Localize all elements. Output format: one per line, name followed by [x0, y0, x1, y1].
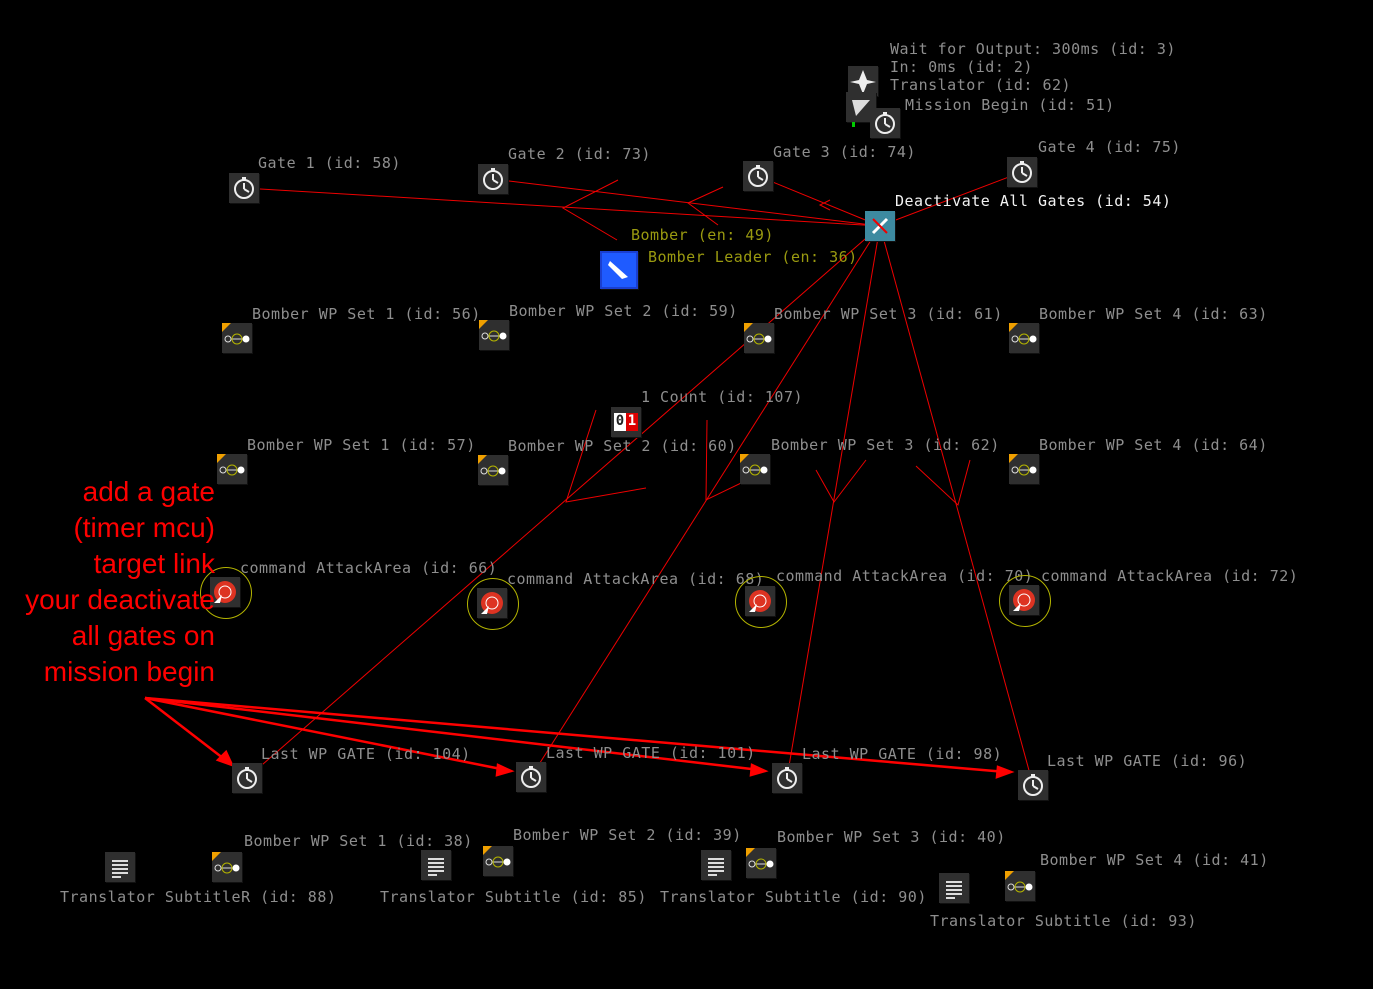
wp-set-label: Bomber WP Set 2 (id: 39) — [513, 826, 742, 844]
wp-set-label: Bomber WP Set 1 (id: 56) — [252, 305, 481, 323]
bomber-label: Bomber (en: 49) — [631, 226, 774, 244]
wp-set-label: Bomber WP Set 4 (id: 64) — [1039, 436, 1268, 454]
wp-set-label: Bomber WP Set 3 (id: 61) — [774, 305, 1003, 323]
deactivate-label: Deactivate All Gates (id: 54) — [895, 192, 1172, 210]
attack-radius-ring — [200, 567, 252, 619]
gate-3-timer-icon[interactable] — [743, 161, 773, 191]
attack-area-icon[interactable] — [210, 577, 240, 607]
mission-begin-label: Mission Begin (id: 51) — [905, 96, 1115, 114]
gate-4-timer-icon[interactable] — [1007, 157, 1037, 187]
in-label: In: 0ms (id: 2) — [890, 58, 1033, 76]
command-label: command AttackArea (id: 68) — [507, 570, 765, 588]
command-label: command AttackArea (id: 70) — [776, 567, 1034, 585]
last-gate-timer-icon[interactable] — [772, 763, 802, 793]
bomber-plane-icon[interactable] — [600, 251, 638, 289]
annotation-note: add a gate (timer mcu) target link your … — [25, 474, 215, 690]
gate-4-label: Gate 4 (id: 75) — [1038, 138, 1181, 156]
wp-set-label: Bomber WP Set 1 (id: 38) — [244, 832, 473, 850]
last-gate-label: Last WP GATE (id: 104) — [261, 745, 471, 763]
attack-area-icon[interactable] — [745, 586, 775, 616]
gate-2-label: Gate 2 (id: 73) — [508, 145, 651, 163]
attack-area-icon[interactable] — [477, 588, 507, 618]
last-gate-label: Last WP GATE (id: 98) — [802, 745, 1003, 763]
wp-set-label: Bomber WP Set 2 (id: 59) — [509, 302, 738, 320]
subtitle-doc-icon[interactable] — [421, 850, 451, 880]
translator-subtitle-label: Translator Subtitle (id: 93) — [930, 912, 1197, 930]
waypoint-icon[interactable] — [746, 848, 776, 878]
subtitle-doc-icon[interactable] — [105, 852, 135, 882]
annotation-line: add a gate — [82, 476, 215, 507]
waypoint-icon[interactable] — [744, 323, 774, 353]
wp-set-label: Bomber WP Set 4 (id: 63) — [1039, 305, 1268, 323]
annotation-line: mission begin — [43, 656, 215, 687]
command-label: command AttackArea (id: 66) — [240, 559, 498, 577]
annotation-line: (timer mcu) — [73, 512, 215, 543]
subtitle-doc-icon[interactable] — [939, 873, 969, 903]
wp-set-label: Bomber WP Set 4 (id: 41) — [1040, 851, 1269, 869]
attack-radius-ring — [999, 575, 1051, 627]
annotation-line: your deactivate — [25, 584, 215, 615]
wp-set-label: Bomber WP Set 2 (id: 60) — [508, 437, 737, 455]
waypoint-icon[interactable] — [479, 320, 509, 350]
gate-1-label: Gate 1 (id: 58) — [258, 154, 401, 172]
last-gate-label: Last WP GATE (id: 101) — [546, 744, 756, 762]
waypoint-icon[interactable] — [222, 323, 252, 353]
wait-output-label: Wait for Output: 300ms (id: 3) — [890, 40, 1176, 58]
waypoint-icon[interactable] — [1005, 871, 1035, 901]
last-gate-timer-icon[interactable] — [516, 762, 546, 792]
annotation-line: all gates on — [71, 620, 215, 651]
wp-set-label: Bomber WP Set 3 (id: 62) — [771, 436, 1000, 454]
wp-set-label: Bomber WP Set 1 (id: 57) — [247, 436, 476, 454]
bomber-leader-label: Bomber Leader (en: 36) — [648, 248, 858, 266]
wp-set-label: Bomber WP Set 3 (id: 40) — [777, 828, 1006, 846]
subtitle-doc-icon[interactable] — [701, 850, 731, 880]
mission-begin-timer-icon[interactable] — [870, 108, 900, 138]
translator-subtitle-label: Translator SubtitleR (id: 88) — [60, 888, 337, 906]
translator-subtitle-label: Translator Subtitle (id: 90) — [660, 888, 927, 906]
waypoint-icon[interactable] — [1009, 454, 1039, 484]
attack-radius-ring — [735, 576, 787, 628]
gate-1-timer-icon[interactable] — [229, 173, 259, 203]
gate-2-timer-icon[interactable] — [478, 164, 508, 194]
translator-subtitle-label: Translator Subtitle (id: 85) — [380, 888, 647, 906]
annotation-line: target link — [93, 548, 215, 579]
waypoint-icon[interactable] — [212, 852, 242, 882]
status-led-icon — [852, 122, 855, 127]
last-gate-timer-icon[interactable] — [232, 763, 262, 793]
last-gate-label: Last WP GATE (id: 96) — [1047, 752, 1248, 770]
gate-3-label: Gate 3 (id: 74) — [773, 143, 916, 161]
attack-radius-ring — [467, 578, 519, 630]
waypoint-icon[interactable] — [483, 846, 513, 876]
waypoint-icon[interactable] — [478, 455, 508, 485]
wait-output-icon[interactable] — [848, 66, 878, 96]
deactivate-icon[interactable] — [865, 211, 895, 241]
waypoint-icon[interactable] — [740, 454, 770, 484]
waypoint-icon[interactable] — [217, 454, 247, 484]
translator-label: Translator (id: 62) — [890, 76, 1072, 94]
counter-label: 1 Count (id: 107) — [641, 388, 804, 406]
last-gate-timer-icon[interactable] — [1018, 770, 1048, 800]
command-label: command AttackArea (id: 72) — [1041, 567, 1299, 585]
waypoint-icon[interactable] — [1009, 323, 1039, 353]
attack-area-icon[interactable] — [1009, 585, 1039, 615]
